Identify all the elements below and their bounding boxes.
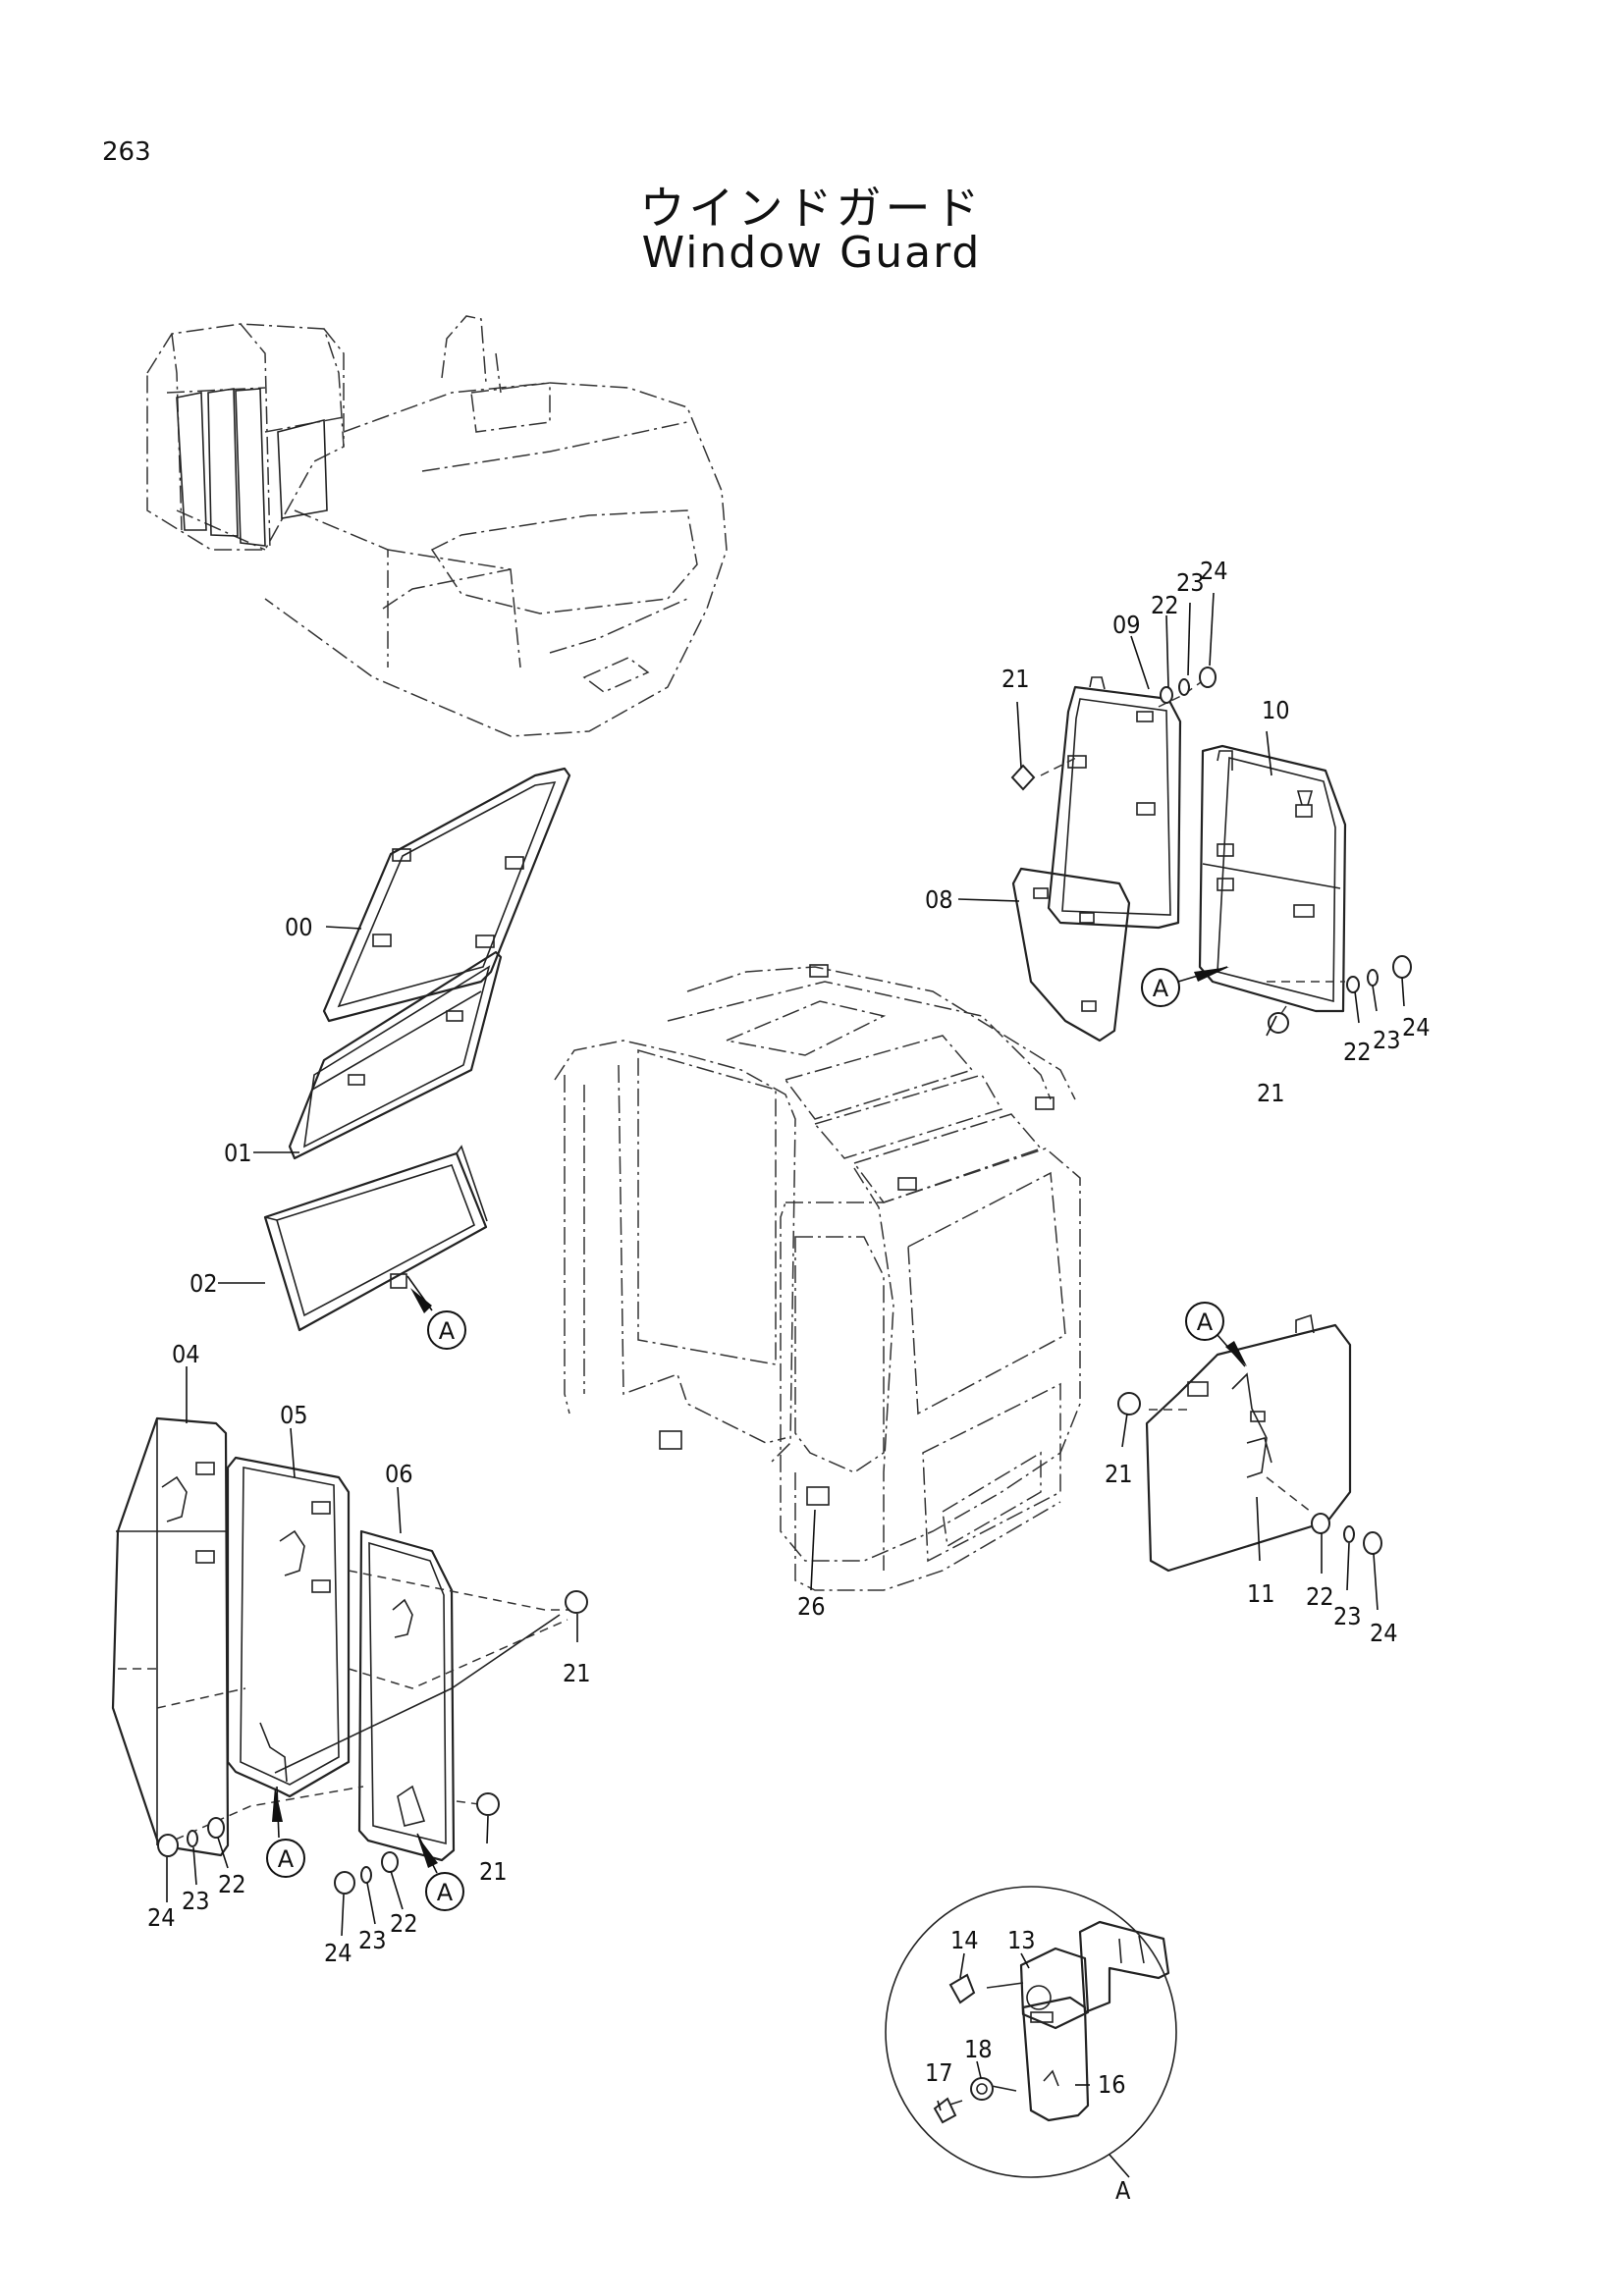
callout-24: 24 <box>1200 557 1228 585</box>
side-guard-05 <box>226 1456 351 1798</box>
page-number: 263 <box>102 137 151 167</box>
front-upper-guard-00 <box>322 767 571 1023</box>
front-middle-guard-01 <box>288 950 503 1160</box>
callout-09: 09 <box>1112 611 1141 639</box>
page-title-japanese: ウインドガード <box>639 182 984 235</box>
callout-13: 13 <box>1007 1926 1036 1954</box>
front-lower-guard-02 <box>263 1145 488 1332</box>
callout-02: 02 <box>189 1269 218 1298</box>
callout-08: 08 <box>925 885 953 914</box>
callout-22: 22 <box>1306 1582 1334 1611</box>
right-guard-hardware <box>1010 667 1412 1034</box>
detail-reference-markers: A A A A A <box>266 966 1247 1911</box>
ref-marker-a-front: A <box>406 1275 466 1350</box>
callout-21: 21 <box>563 1659 591 1687</box>
callout-17: 17 <box>925 2058 953 2087</box>
callout-01: 01 <box>224 1139 252 1167</box>
assembly-lines-left <box>118 1570 569 1846</box>
ref-marker-a-right-lower: A <box>1185 1302 1247 1367</box>
callout-06: 06 <box>385 1460 413 1488</box>
overview-window-guard-panels <box>176 388 328 547</box>
callout-24: 24 <box>1402 1013 1431 1041</box>
excavator-overview <box>146 315 728 737</box>
callout-04: 04 <box>172 1340 200 1368</box>
callout-labels: 00 01 02 04 05 06 08 09 10 11 13 14 16 1… <box>147 557 1431 2205</box>
svg-text:A: A <box>439 1317 456 1345</box>
callout-00: 00 <box>285 913 313 941</box>
page-title-english: Window Guard <box>641 228 982 278</box>
left-guard-hardware <box>157 1590 588 1895</box>
detail-a-lock <box>885 1886 1177 2178</box>
side-guard-04 <box>111 1416 230 1857</box>
callout-21: 21 <box>479 1857 508 1886</box>
ref-marker-a-guard-06: A <box>416 1833 464 1911</box>
callout-16: 16 <box>1098 2070 1126 2099</box>
right-guard-10 <box>1198 744 1347 1013</box>
callout-21: 21 <box>1257 1079 1285 1107</box>
callout-11: 11 <box>1247 1579 1275 1608</box>
operator-cab <box>554 964 1081 1591</box>
right-guard-08 <box>1011 867 1131 1042</box>
callout-10: 10 <box>1262 696 1290 724</box>
callout-23: 23 <box>1176 568 1205 597</box>
callout-22: 22 <box>390 1909 418 1938</box>
ref-marker-a-right-upper: A <box>1141 966 1229 1007</box>
callout-23: 23 <box>1333 1602 1362 1630</box>
svg-text:A: A <box>278 1845 295 1873</box>
callout-05: 05 <box>280 1401 308 1429</box>
right-lower-guard-11 <box>1117 1313 1382 1573</box>
callout-23: 23 <box>358 1926 387 1954</box>
callout-a-detail: A <box>1115 2176 1131 2205</box>
callout-22: 22 <box>1151 591 1179 619</box>
callout-18: 18 <box>964 2035 993 2063</box>
callout-21: 21 <box>1105 1460 1133 1488</box>
star-washer-18 <box>970 2077 994 2101</box>
callout-26: 26 <box>797 1592 826 1621</box>
callout-22: 22 <box>1343 1038 1372 1066</box>
callout-24: 24 <box>1370 1619 1398 1647</box>
ref-marker-a-guard-05: A <box>266 1786 305 1878</box>
right-guard-09 <box>1047 676 1182 930</box>
callout-22: 22 <box>218 1870 246 1898</box>
svg-text:A: A <box>437 1879 454 1906</box>
svg-text:A: A <box>1197 1308 1214 1336</box>
callout-23: 23 <box>182 1887 210 1915</box>
callout-14: 14 <box>950 1926 979 1954</box>
callout-23: 23 <box>1373 1026 1401 1054</box>
callout-24: 24 <box>147 1903 176 1932</box>
side-guard-06 <box>357 1529 456 1862</box>
callout-21: 21 <box>1001 665 1030 693</box>
svg-text:A: A <box>1153 975 1169 1002</box>
callout-24: 24 <box>324 1939 352 1967</box>
leader-lines <box>166 592 1405 2178</box>
